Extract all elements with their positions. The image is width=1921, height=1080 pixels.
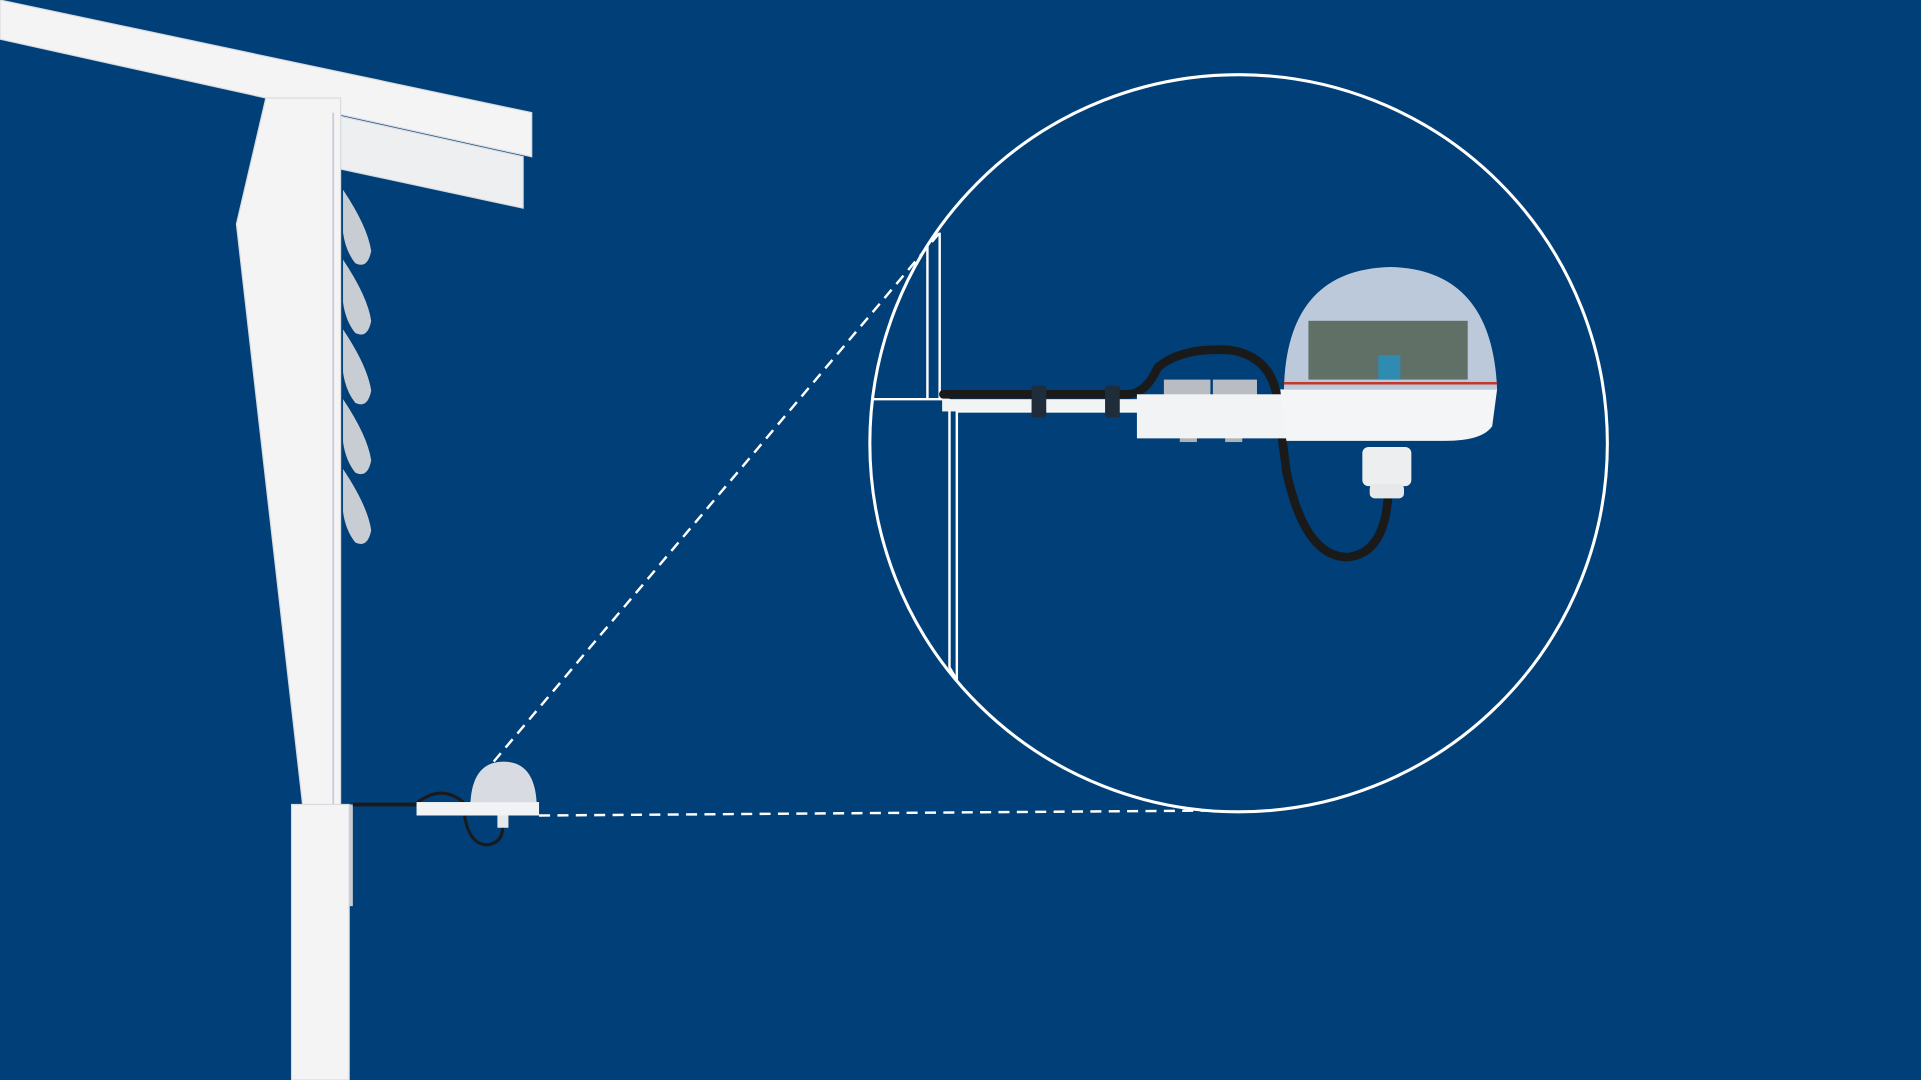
- zoom-guide-lines: [492, 231, 1207, 817]
- magnified-view: [868, 73, 1609, 814]
- cable-clip: [1105, 385, 1120, 418]
- small-sensor: [352, 761, 540, 847]
- post-fins: [343, 189, 372, 544]
- cable-clip: [1031, 385, 1047, 418]
- magnifier-circle: [868, 73, 1609, 814]
- support-post: [235, 97, 353, 1080]
- roof-canopy: [0, 0, 533, 209]
- sensor-device: [1136, 266, 1498, 499]
- magnified-cable: [939, 345, 1393, 562]
